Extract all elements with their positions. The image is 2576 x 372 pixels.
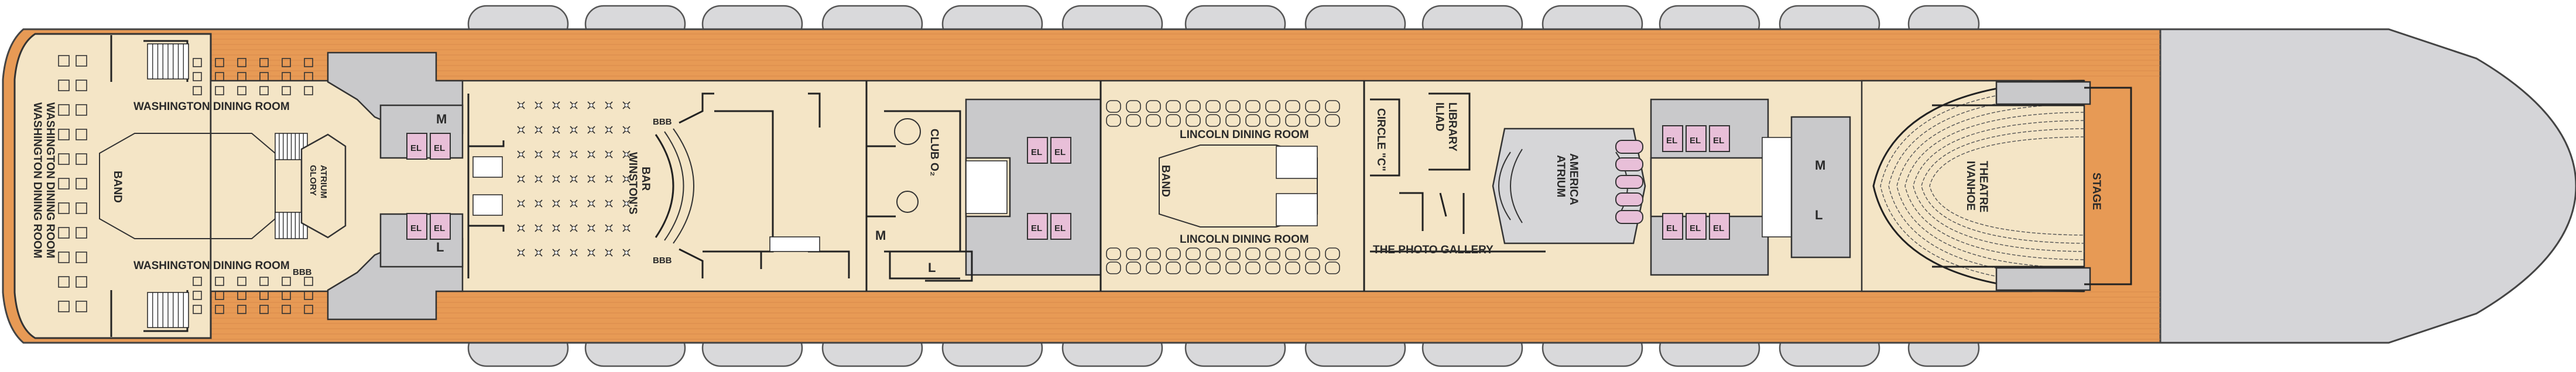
elevator-label: EL <box>434 223 445 233</box>
bbb-aft: BBB <box>293 267 312 277</box>
restroom-men: M <box>1815 158 1825 173</box>
elevator-label: EL <box>1054 147 1066 157</box>
washington-dining-room-label-bottom: WASHINGTON DINING ROOM <box>133 260 290 272</box>
washington-dining-room-label-top: WASHINGTON DINING ROOM <box>133 101 290 113</box>
elevator <box>1686 125 1707 152</box>
elevator-label: EL <box>1690 223 1701 233</box>
elevator <box>406 213 427 240</box>
stage-edge <box>2084 87 2132 285</box>
elevator <box>1027 213 1048 240</box>
atrium-america-label-2: AMERICA <box>1567 153 1580 205</box>
winstons-bar-label-2: BAR <box>639 167 652 191</box>
elevator <box>406 133 427 160</box>
restroom-men: M <box>436 112 447 126</box>
band-label-aft: BAND <box>111 171 124 203</box>
elevator <box>1050 213 1071 240</box>
glory-atrium-label-2: ATRIUM <box>318 165 328 198</box>
lincoln-dining-room-label-bottom: LINCOLN DINING ROOM <box>1180 233 1309 246</box>
restroom-ladies: L <box>1815 208 1823 222</box>
restroom-tiles: M L M L M L <box>436 112 1825 275</box>
washington-dining-room-label-side-1: WASHINGTON DINING ROOM <box>31 102 43 259</box>
bow-area <box>2130 28 2576 344</box>
elevator <box>1662 213 1683 240</box>
glory-atrium <box>300 133 347 239</box>
iliad-library-label-2: LIBRARY <box>1446 102 1458 151</box>
winstons-bar-label-1: WINSTON'S <box>626 152 639 215</box>
bbb-winstons-top: BBB <box>653 117 672 127</box>
elevator <box>1709 213 1730 240</box>
elevator-label: EL <box>1713 136 1724 146</box>
restroom-ladies: L <box>928 260 936 275</box>
elevator <box>1709 125 1730 152</box>
club-o2-label: CLUB O₂ <box>928 129 940 176</box>
glory-atrium-label-1: GLORY <box>308 165 318 196</box>
elevator-tiles: EL EL EL EL EL EL EL EL EL EL EL EL EL EL <box>406 125 1730 240</box>
forward-mid-area <box>1370 92 1646 253</box>
elevator <box>1027 137 1048 164</box>
elevator-label: EL <box>1031 147 1042 157</box>
aft-shell <box>13 33 212 339</box>
winstons-bar <box>467 92 850 278</box>
washington-dining-room-label-side-2: WASHINGTON DINING ROOM <box>44 102 56 259</box>
photo-gallery-label: THE PHOTO GALLERY <box>1373 244 1493 256</box>
restroom-ladies: L <box>436 240 444 254</box>
band-label-mid: BAND <box>1159 165 1171 197</box>
stairs-midship <box>965 160 1008 214</box>
elevator <box>430 133 451 160</box>
ivanhoe-theatre <box>1861 80 2091 292</box>
elevator <box>1662 125 1683 152</box>
elevator-label: EL <box>410 223 422 233</box>
elevator-label: EL <box>410 143 422 153</box>
ivanhoe-theatre-label-1: IVANHOE <box>1964 161 1976 211</box>
club-o2 <box>865 81 961 291</box>
elevator <box>1050 137 1071 164</box>
elevator <box>430 213 451 240</box>
restroom-men: M <box>875 228 886 243</box>
elevator-label: EL <box>1666 136 1677 146</box>
ivanhoe-theatre-label-2: THEATRE <box>1977 161 1989 212</box>
deck-planks <box>211 33 2160 340</box>
elevator-label: EL <box>1054 223 1066 233</box>
elevator-label: EL <box>1031 223 1042 233</box>
lincoln-dining-room <box>1099 81 1365 291</box>
elevator <box>1686 213 1707 240</box>
elevator-label: EL <box>1690 136 1701 146</box>
circle-c-label: CIRCLE "C" <box>1375 108 1387 171</box>
bbb-winstons-bottom: BBB <box>653 256 672 266</box>
lincoln-dining-room-label-top: LINCOLN DINING ROOM <box>1180 129 1309 141</box>
elevator-label: EL <box>1713 223 1724 233</box>
atrium-america-label-1: ATRIUM <box>1554 155 1567 197</box>
stage-label: STAGE <box>2090 173 2102 210</box>
elevator-label: EL <box>434 143 445 153</box>
iliad-library-label-1: ILIAD <box>1433 102 1445 132</box>
atrium-elevators <box>1615 140 1643 224</box>
stairs-forward <box>1762 137 1792 237</box>
elevator-label: EL <box>1666 223 1677 233</box>
